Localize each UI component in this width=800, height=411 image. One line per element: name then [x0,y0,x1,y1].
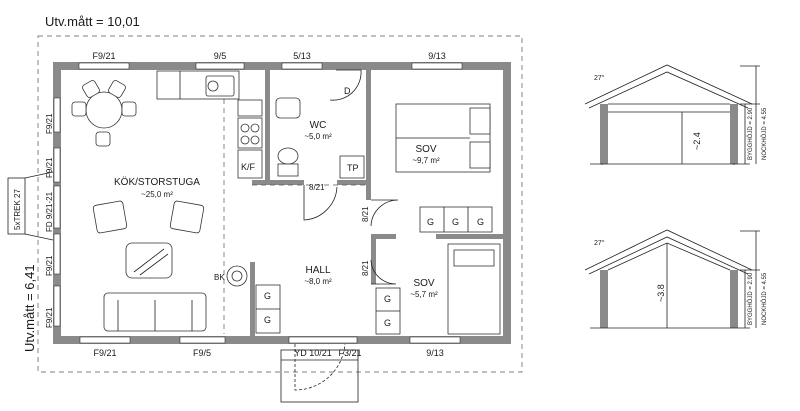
left-window-openings [53,97,61,327]
fridge-label: K/F [241,162,256,172]
hall-name: HALL [305,265,330,276]
single-bed [447,243,501,335]
section1-angle: 27° [594,74,605,82]
bed2-name: SOV [413,278,434,289]
win-left-5: F9/21 [45,307,54,328]
win-top-1: F9/21 [92,51,115,61]
dining-table [71,80,137,147]
double-bed [395,103,491,173]
outer-depth-label: Utv.mått = 6,41 [22,264,37,352]
win-left-3: FD 9/21-21 [45,191,54,232]
fireplace [226,265,248,287]
hall-wardrobe-2: G [264,315,271,325]
win-left-4: F9/21 [45,255,54,276]
bed2-wardrobe-1: G [384,294,391,304]
section1-high: NOCKHÖJD = 4.55 [761,107,768,160]
section-1 [584,64,760,165]
section2-high: NOCKHÖJD = 4.55 [761,272,768,325]
section-2 [584,229,760,329]
wc-area: ~5,0 m² [304,132,332,141]
wardrobe-label-3: G [477,217,484,227]
wc-fixtures [275,97,365,179]
bed2-door-size: 8/21 [361,260,370,276]
bed1-area: ~9,7 m² [412,156,440,165]
fireplace-label: BK [214,273,225,282]
section2-height: ~3.8 [656,284,666,302]
wardrobes-bed1 [419,206,493,233]
terrace-label: 5xTREK 27 [13,189,22,230]
roof-outline [37,35,523,373]
win-left-2: F9/21 [45,157,54,178]
interior-walls [250,70,503,336]
door-swings [303,69,399,285]
top-window-openings [78,62,463,70]
section1-low: BYGGHÖJD = 2.90 [747,107,754,160]
wardrobe-label-1: G [427,217,434,227]
entrance-steps [280,343,359,403]
outer-width-label: Utv.mått = 10,01 [45,14,140,29]
hall-wardrobe-1: G [264,291,271,301]
kitchen-area: ~25,0 m² [141,190,173,199]
win-left-1: F9/21 [45,113,54,134]
shower-label: D [344,86,351,96]
wardrobes-bed2 [375,287,401,335]
win-bottom-1: F9/21 [93,348,116,358]
win-bottom-5: 9/13 [426,348,444,358]
coffee-table [125,242,173,279]
bottom-window-openings [79,336,461,344]
win-top-2: 9/5 [214,51,227,61]
sofa [103,292,207,332]
bed1-door-size: 8/21 [361,206,370,222]
win-bottom-2: F9/5 [193,348,211,358]
bed2-area: ~5,7 m² [410,290,438,299]
bed1-name: SOV [415,144,436,155]
wardrobe-label-2: G [452,217,459,227]
armchairs [92,200,205,234]
tp-label: TP [347,163,359,173]
wardrobes-hall [255,284,281,334]
wc-door-size: 8/21 [309,183,325,192]
terrace-box [7,171,54,241]
wc-name: WC [310,120,327,131]
win-top-4: 9/13 [428,51,446,61]
section2-angle: 27° [594,239,605,247]
win-bottom-3: YD 10/21 [294,348,332,358]
bed2-wardrobe-2: G [384,318,391,328]
section1-height: ~2.4 [692,132,702,150]
win-top-3: 5/13 [293,51,311,61]
kitchen-name: KÖK/STORSTUGA [114,176,200,188]
kitchen-counter [156,70,263,179]
win-bottom-4: F3/21 [338,348,361,358]
section2-low: BYGGHÖJD = 2.90 [747,272,754,325]
hall-area: ~8,0 m² [304,277,332,286]
